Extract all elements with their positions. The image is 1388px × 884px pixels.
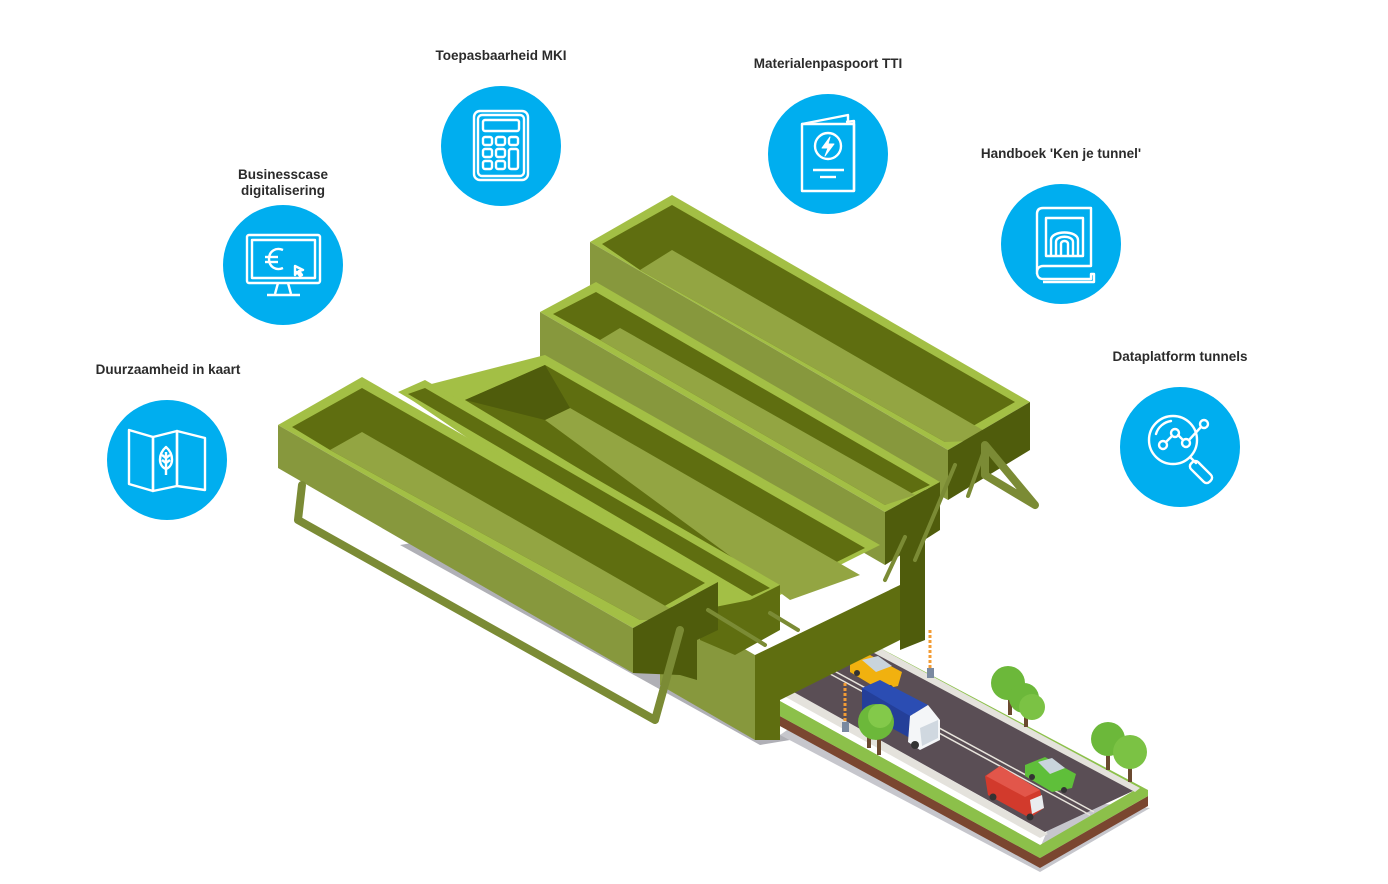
node-circle[interactable] bbox=[1120, 387, 1240, 507]
main-box-inner-floor bbox=[545, 408, 860, 600]
hinge-arm bbox=[768, 611, 800, 632]
green-car bbox=[1025, 757, 1076, 793]
node-circle[interactable] bbox=[107, 400, 227, 520]
node-label: Duurzaamheid in kaart bbox=[95, 362, 241, 377]
tree bbox=[991, 666, 1045, 727]
yellow-car bbox=[850, 655, 902, 691]
barrier-pole bbox=[927, 630, 934, 678]
node-circle[interactable] bbox=[768, 94, 888, 214]
passport-icon bbox=[800, 113, 856, 193]
tray-front-end-face bbox=[633, 582, 718, 680]
tray-narrow-end bbox=[700, 585, 780, 655]
road-center-line bbox=[809, 662, 1091, 816]
road-section bbox=[778, 630, 1148, 868]
tray-front-inner-wall bbox=[292, 388, 705, 620]
tray-narrow-inner bbox=[408, 388, 770, 596]
road-curb-right bbox=[846, 632, 1140, 792]
tunnel-book-icon bbox=[1035, 206, 1096, 284]
tree bbox=[858, 704, 894, 755]
red-van bbox=[985, 766, 1044, 821]
node-label: Businesscase digitalisering bbox=[238, 167, 328, 199]
tray-back-inner-wall bbox=[602, 205, 1015, 442]
node-label: Materialenpaspoort TTI bbox=[753, 56, 903, 71]
hinge-arm bbox=[706, 608, 767, 647]
toolbox bbox=[278, 195, 1039, 740]
barrier-pole bbox=[842, 683, 849, 732]
tray-mid-inner-floor bbox=[600, 328, 915, 505]
road-grass-top bbox=[778, 632, 1148, 858]
tray-front-front-face bbox=[278, 425, 633, 673]
hinge-arm bbox=[913, 463, 957, 562]
tree bbox=[1091, 722, 1147, 782]
node-label-line: Businesscase bbox=[237, 167, 329, 182]
main-box-dark-inner bbox=[465, 365, 570, 420]
hinge-arm bbox=[883, 535, 907, 582]
map-leaf-icon bbox=[127, 428, 207, 493]
hinge-arm bbox=[966, 446, 987, 498]
node-circle[interactable] bbox=[441, 86, 561, 206]
node-label-line: digitalisering bbox=[240, 183, 325, 198]
calculator-icon bbox=[472, 109, 530, 182]
toolbox-handle bbox=[294, 481, 684, 724]
toolbox-body-front bbox=[755, 585, 900, 740]
tray-back-inner-floor bbox=[640, 250, 1000, 442]
monitor-euro-icon bbox=[245, 233, 322, 297]
data-magnifier-icon bbox=[1147, 414, 1214, 485]
node-label: Dataplatform tunnels bbox=[1112, 349, 1248, 364]
tray-mid-end-face bbox=[885, 482, 940, 565]
node-circle[interactable] bbox=[223, 205, 343, 325]
toolbox-side-handle bbox=[981, 441, 1039, 509]
tray-front-inner-floor bbox=[330, 432, 690, 620]
node-label: Toepasbaarheid MKI bbox=[435, 48, 567, 63]
node-circle[interactable] bbox=[1001, 184, 1121, 304]
node-label: Handboek 'Ken je tunnel' bbox=[980, 146, 1142, 161]
